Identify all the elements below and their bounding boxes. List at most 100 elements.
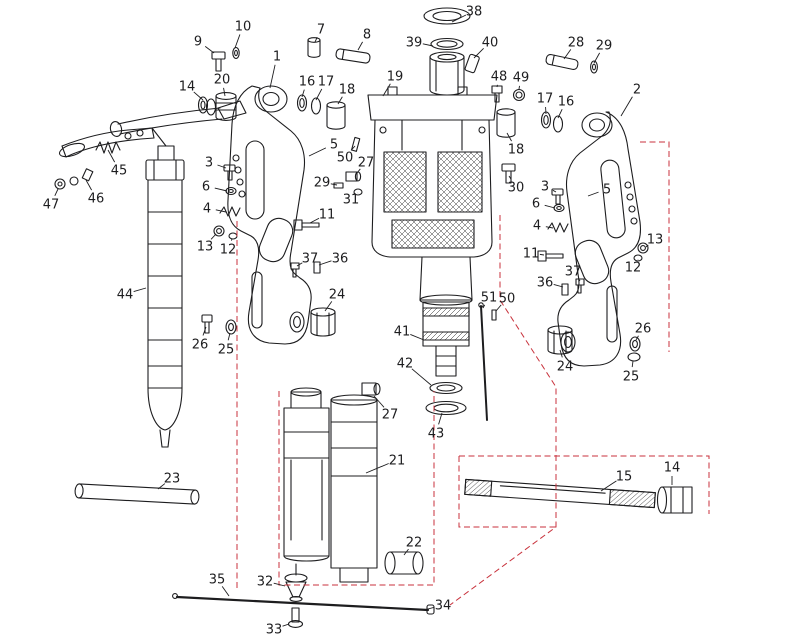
callout-label-18-14: 18 — [339, 83, 356, 98]
construction-right-frame — [640, 141, 670, 352]
callout-label-4-38: 4 — [533, 219, 541, 234]
callout-label-14-11: 14 — [179, 80, 196, 95]
callout-label-24-49: 24 — [329, 288, 346, 303]
callout-label-29-27: 29 — [314, 176, 331, 191]
callout-label-32-67: 32 — [257, 575, 274, 590]
callout-label-24-57: 24 — [557, 360, 574, 375]
callout-leader-17-13 — [315, 88, 323, 101]
callout-label-3-24: 3 — [205, 156, 213, 171]
callout-leader-37-43 — [296, 262, 303, 267]
callout-label-27-25: 27 — [358, 156, 375, 171]
callout-label-51-50: 51 — [481, 291, 498, 306]
part-handle-trigger-45-46-47 — [54, 100, 247, 190]
callout-leader-37-46 — [577, 278, 581, 282]
callout-label-17-19: 17 — [537, 92, 554, 107]
callout-label-42-56: 42 — [397, 357, 414, 372]
callout-leader-49-17 — [518, 85, 520, 90]
construction-cylinder-box — [278, 391, 435, 586]
callout-leader-20-10 — [223, 87, 226, 97]
callout-leader-32-67 — [273, 582, 286, 587]
construction-bolt15-top — [459, 455, 710, 514]
callout-label-50-22: 50 — [337, 151, 354, 166]
callout-label-47-35: 47 — [43, 198, 60, 213]
construction-lines-layer — [236, 141, 710, 606]
part-side-bolt-15-sleeve-14 — [464, 478, 693, 514]
callout-label-2-18: 2 — [633, 83, 641, 98]
callout-leader-36-47 — [553, 283, 564, 288]
callout-label-17-13: 17 — [318, 75, 335, 90]
callout-leader-50-22 — [350, 145, 356, 151]
callout-label-49-17: 49 — [513, 71, 530, 86]
callout-leader-44-48 — [133, 287, 147, 292]
part-tube-23 — [74, 483, 200, 505]
callout-leader-11-42 — [539, 253, 545, 256]
part-main-body-19 — [367, 86, 498, 416]
part-bushings-24-washers-25-26 — [201, 307, 641, 362]
callout-leader-47-35 — [54, 188, 59, 197]
callout-label-10-1: 10 — [235, 20, 252, 35]
callout-label-8-4: 8 — [363, 28, 371, 43]
callout-label-28-7: 28 — [568, 36, 585, 51]
callout-label-3-29: 3 — [541, 180, 549, 195]
callout-label-6-34: 6 — [532, 197, 540, 212]
callout-leader-8-4 — [357, 41, 363, 51]
callout-leader-6-28 — [214, 187, 228, 192]
callout-leader-23-64 — [157, 483, 166, 490]
callout-leader-3-24 — [217, 164, 227, 169]
callout-label-30-30: 30 — [508, 181, 525, 196]
callout-label-12-45: 12 — [625, 261, 642, 276]
diagram-artwork — [54, 7, 693, 628]
callout-label-25-58: 25 — [623, 370, 640, 385]
part-roller-22 — [384, 551, 424, 575]
callout-label-7-3: 7 — [317, 23, 325, 38]
callout-label-26-54: 26 — [192, 338, 209, 353]
part-fasteners-right-3-6-4-13-12 — [547, 188, 649, 262]
callout-label-37-43: 37 — [302, 252, 319, 267]
callout-leader-26-52 — [635, 335, 639, 341]
callout-leader-16-12 — [301, 89, 305, 98]
callout-leader-15-63 — [600, 480, 617, 492]
callout-label-26-52: 26 — [635, 322, 652, 337]
part-fasteners-left-3-6-4-13-12 — [213, 164, 241, 240]
part-pin-28-washer-29 — [545, 53, 598, 74]
part-pin-7-bolt-8 — [307, 37, 371, 64]
callout-leader-51-50 — [482, 304, 486, 309]
callout-leader-7-3 — [314, 36, 318, 43]
callout-label-39-5: 39 — [406, 36, 423, 51]
callout-leader-16-20 — [557, 108, 563, 119]
callout-leader-19-15 — [382, 83, 391, 97]
part-bolt-48-nut-49 — [491, 85, 526, 103]
callout-label-5-21: 5 — [330, 138, 338, 153]
part-left-frame-1 — [227, 85, 312, 345]
callout-label-29-8: 29 — [596, 39, 613, 54]
callout-label-27-59: 27 — [382, 408, 399, 423]
callout-leader-18-23 — [506, 132, 512, 142]
callout-leader-3-29 — [552, 189, 557, 193]
callout-label-12-41: 12 — [220, 243, 237, 258]
callout-label-36-47: 36 — [537, 276, 554, 291]
callout-leader-22-65 — [403, 548, 409, 556]
part-cylinders-21-plug-27 — [283, 382, 381, 583]
callout-leader-24-49 — [324, 301, 333, 312]
callout-label-11-42: 11 — [523, 247, 540, 262]
callout-leader-35-66 — [221, 586, 230, 597]
callout-leader-5-21 — [308, 147, 327, 157]
callout-label-36-44: 36 — [332, 252, 349, 267]
callout-label-41-53: 41 — [394, 325, 411, 340]
callout-leader-29-8 — [593, 52, 601, 64]
callout-label-1-9: 1 — [273, 50, 281, 65]
callout-label-37-46: 37 — [565, 265, 582, 280]
callout-label-21-61: 21 — [389, 454, 406, 469]
callout-leader-36-44 — [318, 260, 332, 266]
callout-leader-12-41 — [230, 238, 233, 241]
callout-label-31-33: 31 — [343, 193, 360, 208]
callout-leader-25-55 — [227, 332, 231, 341]
callout-label-40-6: 40 — [482, 36, 499, 51]
callout-leader-27-25 — [356, 168, 361, 174]
callout-label-48-16: 48 — [491, 70, 508, 85]
callout-label-6-28: 6 — [202, 180, 210, 195]
callout-leader-33-69 — [282, 623, 290, 627]
